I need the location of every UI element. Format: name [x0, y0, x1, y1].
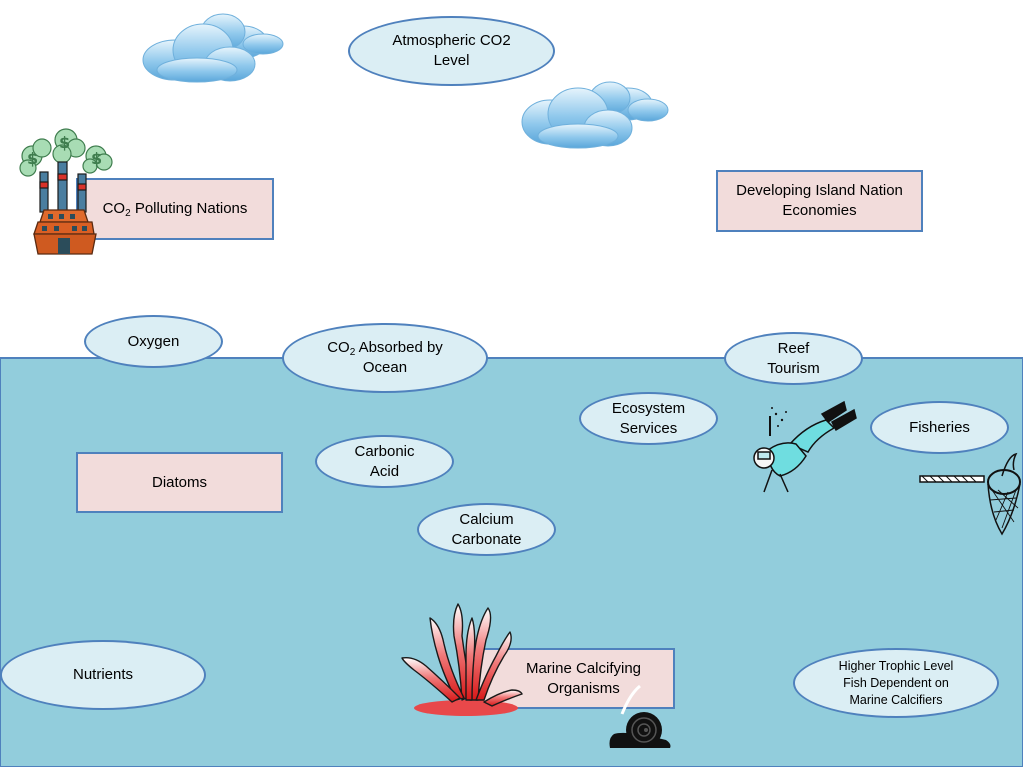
co2-polluting-suffix: Polluting Nations — [130, 200, 248, 217]
co2-polluting-prefix: CO — [102, 200, 126, 217]
co2-absorbed-line2: Ocean — [362, 359, 408, 376]
factory-icon: $ $ $ — [19, 128, 113, 255]
ecosystem-services-line1: Ecosystem — [611, 399, 686, 417]
oxygen-node: Oxygen — [84, 315, 223, 368]
calcium-carbonate-line1: Calcium — [459, 510, 514, 528]
carbonic-acid-line2: Acid — [369, 462, 400, 480]
higher-trophic-node: Higher Trophic Level Fish Dependent on M… — [793, 648, 999, 718]
oxygen-label: Oxygen — [127, 332, 180, 350]
higher-trophic-line1: Higher Trophic Level — [838, 658, 954, 673]
atmospheric-co2-node: Atmospheric CO2 Level — [348, 16, 555, 86]
diatoms-label: Diatoms — [151, 473, 207, 491]
snail-icon — [609, 684, 671, 748]
svg-text:$: $ — [59, 133, 70, 152]
ecosystem-services-node: Ecosystem Services — [579, 392, 718, 445]
svg-text:$: $ — [27, 149, 38, 168]
cloud-icon — [142, 13, 284, 83]
fisheries-label: Fisheries — [909, 418, 970, 436]
fishing-net-icon — [919, 452, 1021, 536]
carbonic-acid-line1: Carbonic — [354, 442, 415, 460]
developing-island-line2: Economies — [782, 202, 857, 219]
co2-absorbed-suffix: Absorbed by — [355, 339, 443, 356]
calcium-carbonate-line2: Carbonate — [451, 530, 522, 548]
co2-polluting-subscript: 2 — [125, 208, 131, 219]
coral-icon — [401, 603, 523, 716]
marine-calcifying-line2: Organisms — [547, 679, 620, 697]
carbonic-acid-node: Carbonic Acid — [315, 435, 454, 488]
higher-trophic-line3: Marine Calcifiers — [849, 692, 943, 707]
calcium-carbonate-node: Calcium Carbonate — [417, 503, 556, 556]
co2-absorbed-subscript: 2 — [349, 347, 356, 358]
co2-polluting-nations-node: CO2 Polluting Nations — [76, 178, 274, 240]
fisheries-node: Fisheries — [870, 401, 1009, 454]
developing-island-line1: Developing Island Nation — [736, 182, 903, 199]
atmospheric-co2-line1: Atmospheric CO2 — [392, 32, 511, 49]
co2-absorbed-prefix: CO — [327, 339, 350, 356]
ecosystem-services-line2: Services — [619, 419, 678, 437]
scuba-diver-icon — [753, 400, 857, 493]
nutrients-label: Nutrients — [72, 666, 134, 683]
marine-calcifying-line1: Marine Calcifying — [525, 659, 642, 677]
diatoms-node: Diatoms — [76, 452, 283, 513]
reef-tourism-line2: Tourism — [767, 359, 820, 377]
higher-trophic-line2: Fish Dependent on — [843, 675, 949, 690]
co2-absorbed-node: CO2 Absorbed by Ocean — [282, 323, 488, 393]
developing-island-nations-node: Developing Island Nation Economies — [716, 170, 923, 232]
svg-text:$: $ — [91, 149, 102, 168]
cloud-icon — [521, 81, 669, 149]
atmospheric-co2-line2: Level — [433, 52, 470, 69]
reef-tourism-node: Reef Tourism — [724, 332, 863, 385]
reef-tourism-line1: Reef — [777, 339, 810, 357]
nutrients-node: Nutrients — [0, 640, 206, 710]
